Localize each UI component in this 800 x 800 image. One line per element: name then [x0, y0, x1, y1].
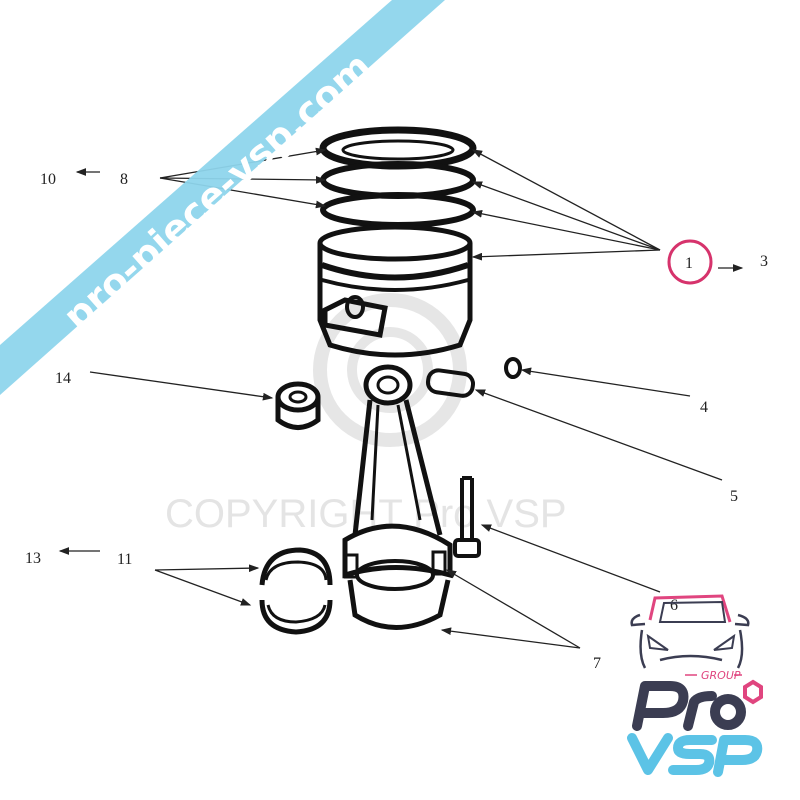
label-11: 11 [117, 551, 132, 568]
label-6: 6 [670, 597, 678, 614]
label-3: 3 [760, 253, 768, 270]
rod-bolt [453, 476, 481, 558]
label-1: 1 [685, 255, 693, 272]
label-10: 10 [40, 171, 56, 188]
banner-text: pro-piece-vsp.com [55, 44, 380, 339]
label-13: 13 [25, 550, 41, 567]
logo-vsp-lettering [627, 733, 763, 777]
logo-pro-lettering [632, 681, 746, 731]
piston [317, 224, 473, 358]
bearing-shells [259, 547, 333, 635]
label-8: 8 [120, 171, 128, 188]
highlight-circle [667, 239, 713, 285]
piston-pin [425, 357, 522, 398]
logo-group-text: GROUP [701, 669, 741, 682]
piston-rings [319, 126, 477, 228]
connecting-rod [342, 364, 453, 630]
label-14: 14 [55, 370, 71, 387]
label-5: 5 [730, 488, 738, 505]
provsp-logo: GROUP [627, 594, 763, 777]
label-4: 4 [700, 399, 708, 416]
label-7: 7 [593, 655, 601, 672]
bush [275, 381, 321, 430]
hex-nut-icon [743, 679, 763, 705]
